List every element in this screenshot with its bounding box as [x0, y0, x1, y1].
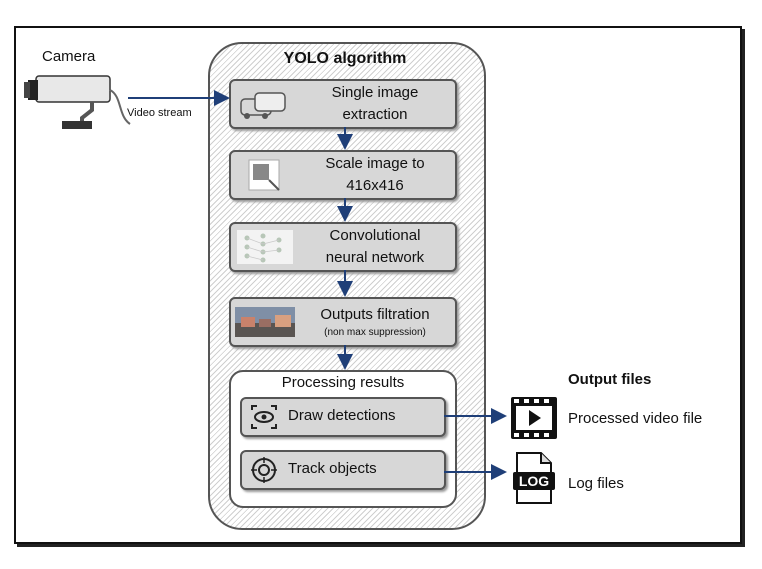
step-3-line1: Convolutional — [329, 227, 421, 244]
step-4-line1: Outputs filtration — [320, 306, 430, 323]
step-single-image-extraction: Single image extraction — [229, 79, 457, 129]
track-objects-box: Track objects — [240, 450, 446, 490]
step-scale-image: Scale image to 416x416 — [229, 150, 457, 200]
camera-label: Camera — [42, 48, 96, 65]
step-1-line2: extraction — [342, 106, 408, 123]
log-files-label: Log files — [568, 475, 624, 492]
step-2-line1: Scale image to — [325, 155, 425, 172]
draw-detections-box: Draw detections — [240, 397, 446, 437]
video-file-icon — [511, 397, 557, 439]
car-icon — [240, 92, 286, 119]
video-stream-label: Video stream — [127, 107, 192, 119]
camera-icon — [24, 75, 131, 129]
step-4-line2: (non max suppression) — [324, 327, 426, 338]
processed-video-label: Processed video file — [568, 410, 703, 427]
track-objects-label: Track objects — [288, 460, 377, 477]
step-outputs-filtration: Outputs filtration (non max suppression) — [229, 297, 457, 347]
draw-detections-label: Draw detections — [288, 407, 396, 424]
scale-icon — [248, 159, 280, 191]
yolo-title: YOLO algorithm — [283, 50, 407, 67]
eye-icon — [251, 405, 277, 429]
step-3-line2: neural network — [325, 249, 425, 266]
output-files-title: Output files — [568, 371, 652, 388]
neural-network-icon — [237, 230, 293, 264]
processing-results-title: Processing results — [281, 374, 405, 391]
detection-photo-icon — [235, 307, 295, 337]
step-2-line2: 416x416 — [346, 177, 404, 194]
step-cnn: Convolutional neural network — [229, 222, 457, 272]
log-icon-text: LOG — [518, 473, 550, 489]
log-file-icon — [513, 452, 555, 504]
target-icon — [251, 457, 277, 483]
step-1-line1: Single image — [331, 84, 419, 101]
